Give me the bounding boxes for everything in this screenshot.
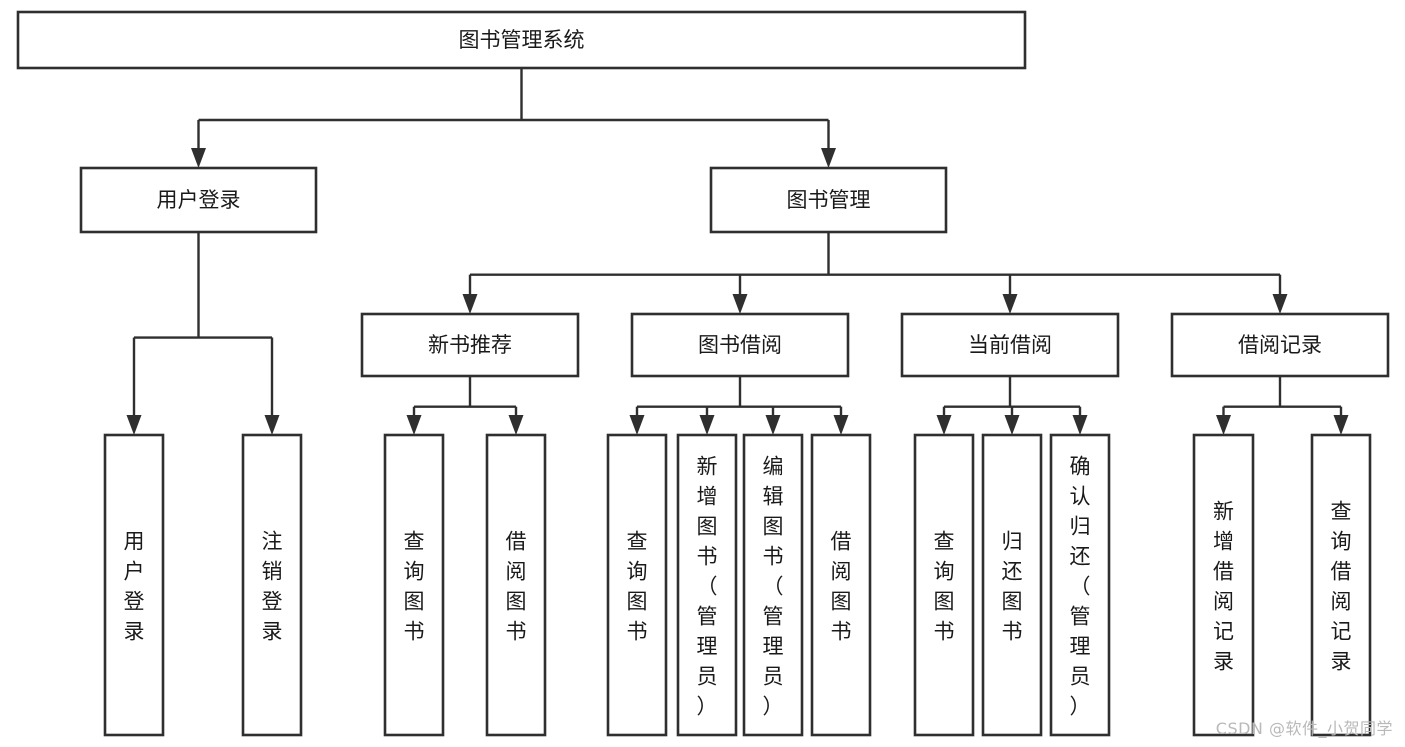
node-leaf-new-2[interactable]: 借阅图书	[485, 433, 547, 737]
node-layer: 图书管理系统用户登录图书管理新书推荐图书借阅当前借阅借阅记录用户登录注销登录查询…	[16, 10, 1390, 737]
node-leaf-cur-3[interactable]: 确认归还（管理员）	[1049, 433, 1111, 737]
node-label: 借阅图书	[506, 529, 527, 643]
node-box	[103, 433, 165, 737]
node-leaf-cur-2[interactable]: 归还图书	[981, 433, 1043, 737]
node-box	[709, 166, 948, 234]
arrow-head-icon	[1216, 415, 1231, 435]
node-box	[383, 433, 445, 737]
node-leaf-bor-2[interactable]: 新增图书（管理员）	[676, 433, 738, 737]
node-leaf-cur-1[interactable]: 查询图书	[913, 433, 975, 737]
node-leaf-bor-1[interactable]: 查询图书	[606, 433, 668, 737]
node-root[interactable]: 图书管理系统	[16, 10, 1027, 70]
node-label: 注销登录	[262, 529, 283, 643]
arrow-head-icon	[833, 415, 849, 435]
node-records[interactable]: 借阅记录	[1170, 312, 1390, 378]
node-label: 图书借阅	[698, 333, 782, 357]
node-bookmgmt[interactable]: 图书管理	[709, 166, 948, 234]
node-label: 确认归还（管理员）	[1070, 454, 1091, 718]
arrow-head-icon	[1002, 294, 1018, 314]
node-box	[676, 433, 738, 737]
node-label: 查询图书	[404, 529, 425, 643]
node-newbook[interactable]: 新书推荐	[360, 312, 580, 378]
node-box	[742, 433, 804, 737]
arrow-head-icon	[699, 415, 715, 435]
node-box	[241, 433, 303, 737]
node-leaf-login-2[interactable]: 注销登录	[241, 433, 303, 737]
node-leaf-bor-4[interactable]: 借阅图书	[810, 433, 872, 737]
arrow-head-icon	[1333, 415, 1349, 435]
node-label: 图书管理	[787, 188, 871, 212]
node-box	[1192, 433, 1255, 737]
node-label: 当前借阅	[968, 333, 1052, 357]
node-leaf-new-1[interactable]: 查询图书	[383, 433, 445, 737]
node-label: 新书推荐	[428, 333, 512, 357]
node-label: 编辑图书（管理员）	[763, 454, 784, 718]
node-label: 查询图书	[934, 529, 955, 643]
node-leaf-bor-3[interactable]: 编辑图书（管理员）	[742, 433, 804, 737]
node-box	[630, 312, 850, 378]
arrow-head-icon	[406, 415, 422, 435]
arrow-head-icon	[462, 294, 478, 314]
arrow-head-icon	[1072, 415, 1088, 435]
node-leaf-rec-2[interactable]: 查询借阅记录	[1310, 433, 1372, 737]
node-label: 新增图书（管理员）	[697, 454, 718, 718]
node-current[interactable]: 当前借阅	[900, 312, 1120, 378]
node-label: 用户登录	[157, 188, 241, 212]
node-box	[79, 166, 318, 234]
node-label: 新增借阅记录	[1213, 499, 1234, 673]
arrow-head-icon	[1272, 294, 1288, 314]
connector-layer	[126, 68, 1349, 435]
arrow-head-icon	[191, 148, 206, 168]
arrow-head-icon	[936, 415, 952, 435]
node-box	[810, 433, 872, 737]
node-box	[1310, 433, 1372, 737]
node-box	[485, 433, 547, 737]
node-label: 借阅记录	[1238, 333, 1322, 357]
node-login[interactable]: 用户登录	[79, 166, 318, 234]
node-borrow[interactable]: 图书借阅	[630, 312, 850, 378]
node-label: 借阅图书	[831, 529, 852, 643]
node-box	[900, 312, 1120, 378]
arrow-head-icon	[508, 415, 524, 435]
node-leaf-rec-1[interactable]: 新增借阅记录	[1192, 433, 1255, 737]
node-label: 图书管理系统	[459, 28, 585, 52]
node-leaf-login-1[interactable]: 用户登录	[103, 433, 165, 737]
node-box	[981, 433, 1043, 737]
arrow-head-icon	[126, 415, 142, 435]
node-label: 用户登录	[124, 529, 145, 643]
arrow-head-icon	[821, 148, 836, 168]
node-box	[606, 433, 668, 737]
arrow-head-icon	[732, 294, 748, 314]
node-box	[360, 312, 580, 378]
arrow-head-icon	[264, 415, 280, 435]
arrow-head-icon	[629, 415, 645, 435]
node-box	[1049, 433, 1111, 737]
node-label: 查询图书	[627, 529, 648, 643]
node-box	[16, 10, 1027, 70]
node-box	[913, 433, 975, 737]
node-box	[1170, 312, 1390, 378]
arrow-head-icon	[1004, 415, 1020, 435]
node-label: 查询借阅记录	[1331, 499, 1352, 673]
node-label: 归还图书	[1002, 529, 1023, 643]
arrow-head-icon	[765, 415, 781, 435]
